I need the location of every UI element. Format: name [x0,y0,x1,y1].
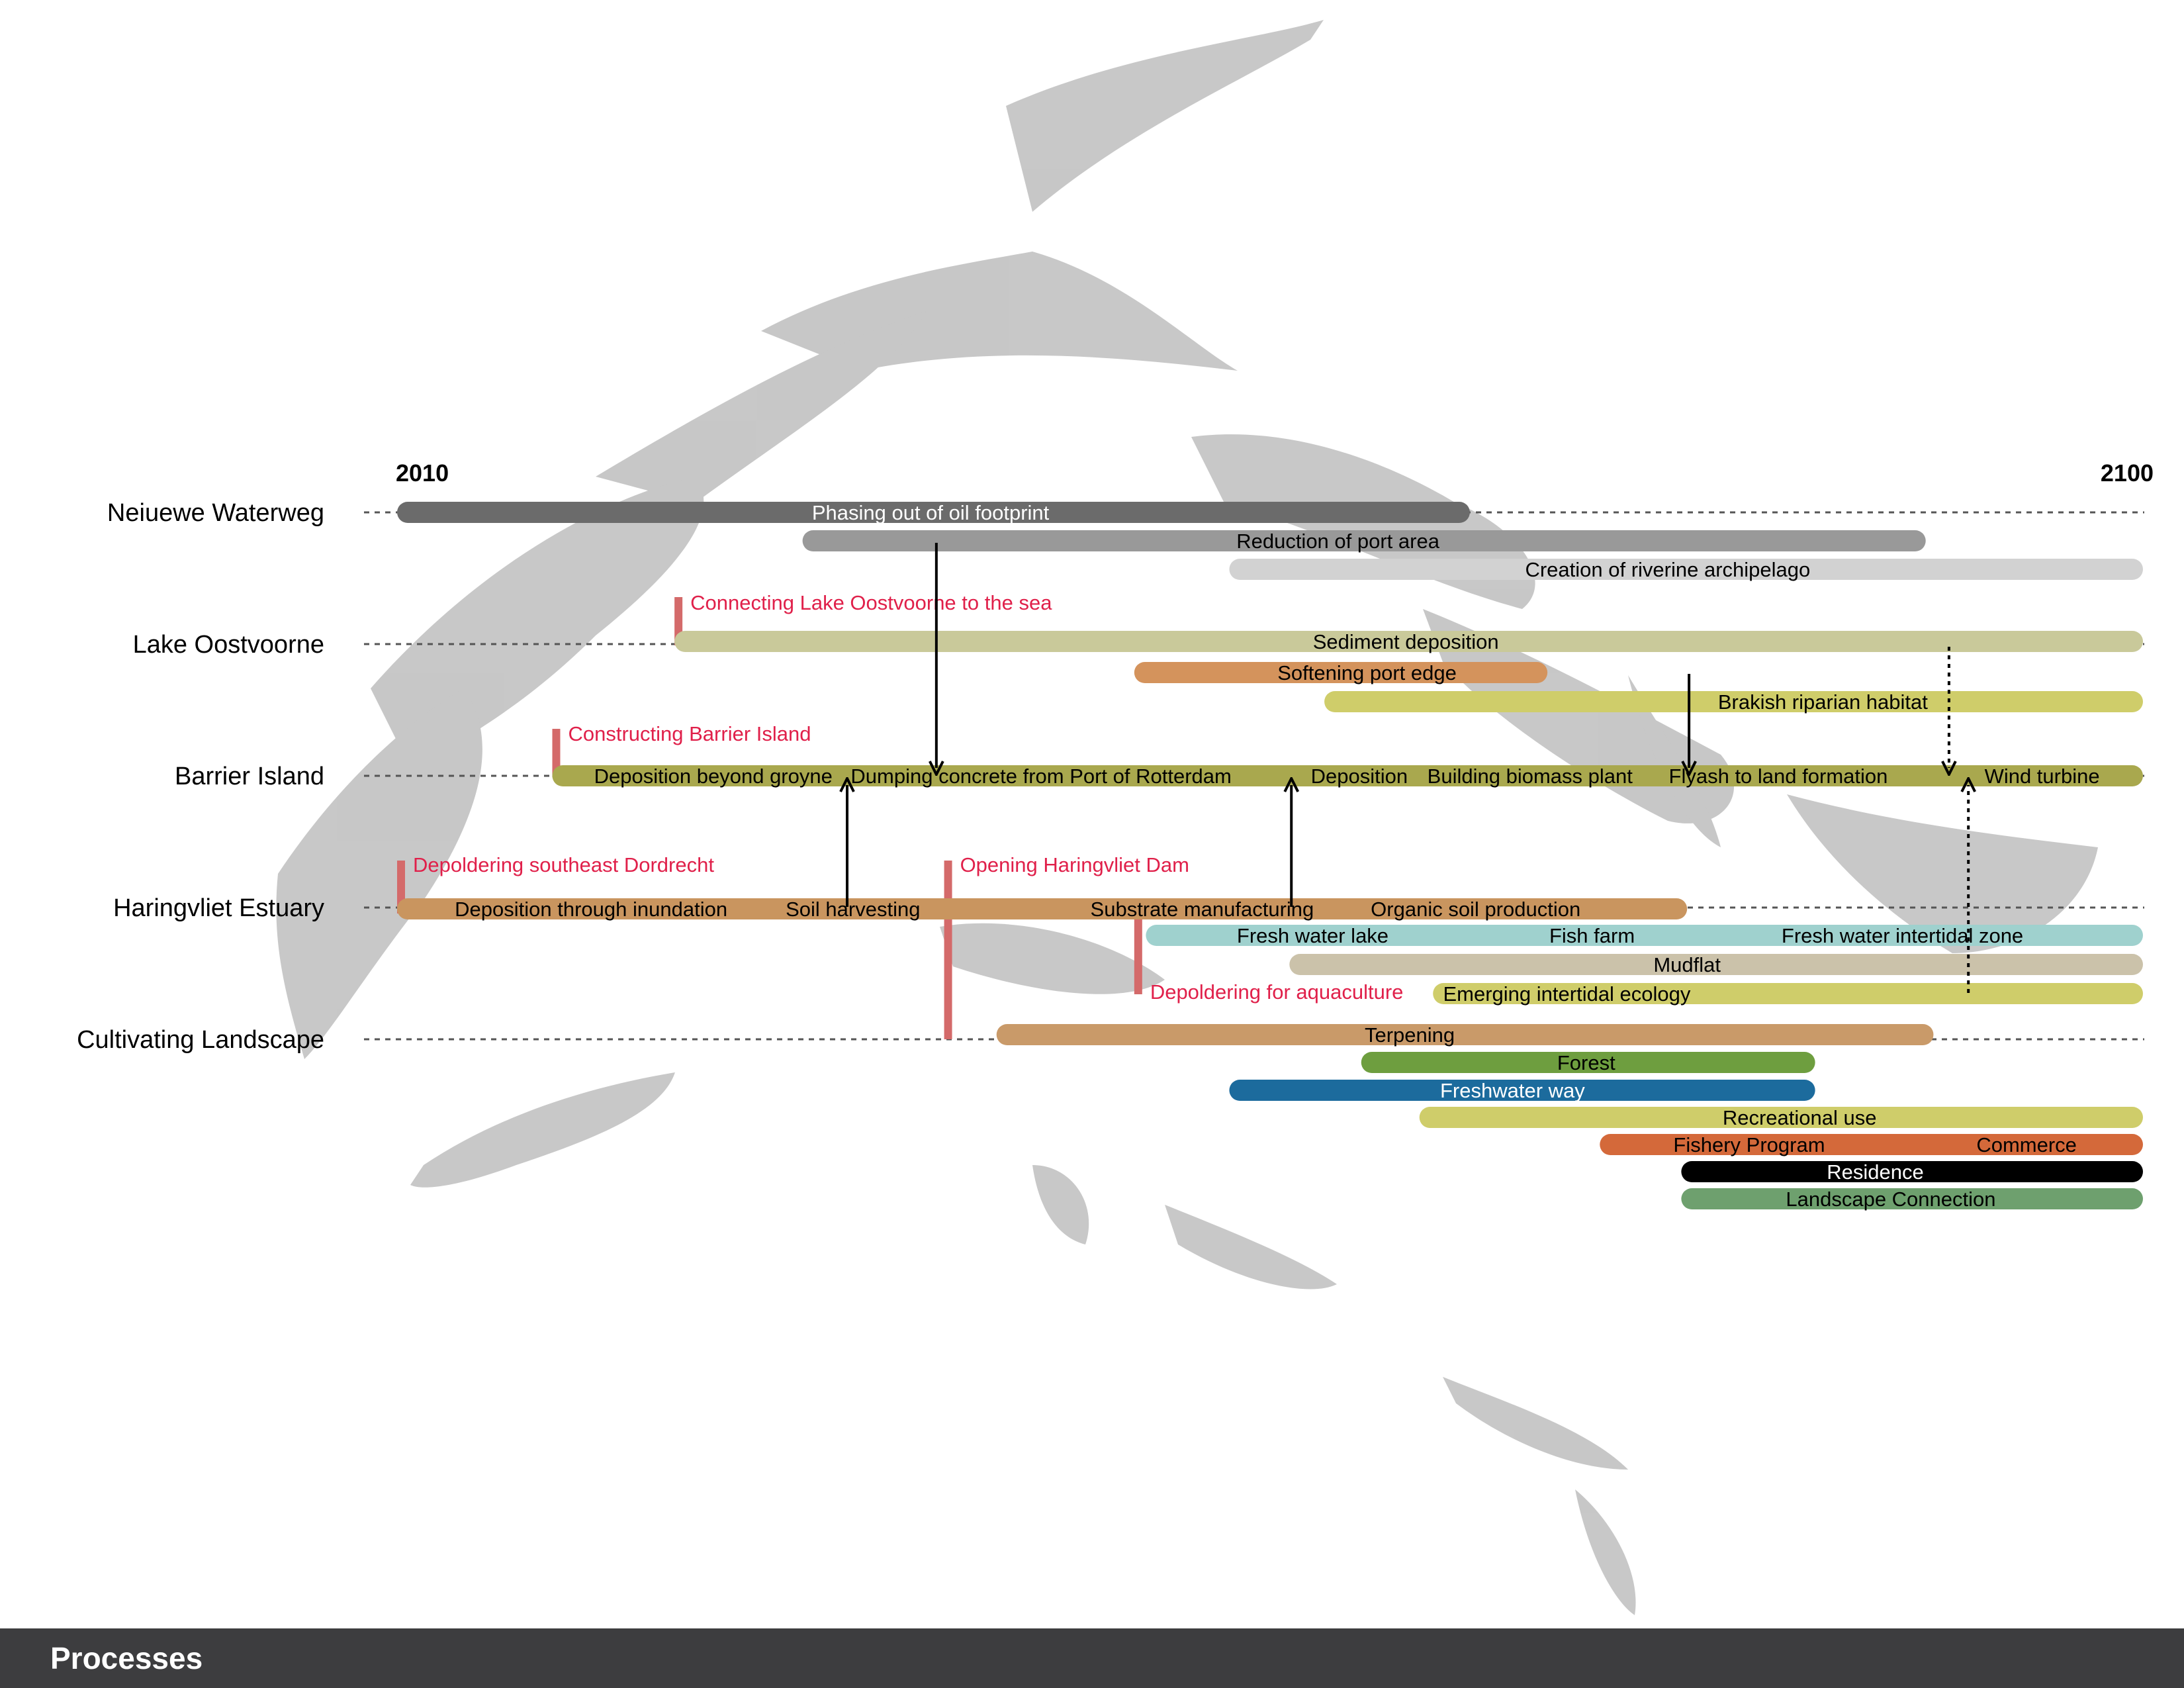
process-bar: Freshwater way [1229,1079,1815,1102]
process-bar-shape [552,765,2144,786]
row-label: Barrier Island [175,763,324,790]
process-bar-label: Substrate manufacturing [1091,898,1314,921]
row-label: Neiuewe Waterweg [107,499,324,527]
process-bar-label: Freshwater way [1440,1079,1585,1102]
event-marker [944,861,952,1039]
process-bar-label: Commerce [1976,1133,2077,1156]
process-bar-shape [1681,1161,2143,1182]
event-label: Constructing Barrier Island [568,722,811,745]
process-bar-shape [1361,1052,1815,1073]
process-bar-shape [1229,559,2143,580]
process-bar-label: Fresh water lake [1237,924,1388,947]
stippled-map-background [276,20,2098,1615]
process-bar: Brakish riparian habitat [1324,690,2143,714]
process-bar-label: Phasing out of oil footprint [812,501,1050,524]
process-bar-label: Softening port edge [1277,661,1457,684]
process-bar-label: Sediment deposition [1313,630,1499,653]
event-label: Connecting Lake Oostvoorne to the sea [690,591,1052,614]
process-bar-label: Organic soil production [1371,898,1580,921]
process-bar-label: Brakish riparian habitat [1718,690,1928,714]
process-bar-shape [1289,954,2143,975]
process-bar-label: Dumping concrete from Port of Rotterdam [850,765,1231,788]
process-bar-shape [1134,662,1548,683]
process-bar-shape [1324,691,2143,712]
start-year-label: 2010 [396,459,449,487]
process-bar: Creation of riverine archipelago [1229,558,2143,581]
footer-title: Processes [50,1641,203,1675]
process-bar-shape [1600,1134,2143,1155]
event-label: Opening Haringvliet Dam [960,853,1189,876]
process-bar-label: Landscape Connection [1786,1188,1995,1211]
process-bar: Recreational use [1419,1106,2143,1129]
process-bar: Reduction of port area [802,530,1926,553]
process-bar-label: Flyash to land formation [1669,765,1888,788]
event-marker [1134,914,1142,994]
process-bar: Phasing out of oil footprint [397,501,1470,524]
process-bar-shape [802,530,1926,551]
process-bar: Mudflat [1289,953,2143,976]
process-bar-label: Emerging intertidal ecology [1443,982,1690,1006]
process-bar: Fishery Program Commerce [1600,1133,2143,1156]
process-bar: Emerging intertidal ecology [1433,982,2143,1006]
process-bar-label: Deposition through inundation [455,898,727,921]
process-bar-label: Forest [1557,1051,1615,1074]
process-bar: Terpening [996,1023,1934,1047]
process-bar-label: Fresh water intertidal zone [1782,924,2023,947]
process-bar-shape [1681,1188,2143,1209]
process-bar-shape [1433,983,2143,1004]
process-bar-shape [1146,925,2143,946]
process-bar-label: Soil harvesting [786,898,920,921]
row-label: Lake Oostvoorne [133,631,324,659]
process-bar-label: Mudflat [1653,953,1721,976]
process-bar-label: Terpening [1365,1023,1455,1047]
process-bar-label: Fishery Program [1673,1133,1825,1156]
footer-bar: Processes [0,1628,2184,1688]
process-bar: Sediment deposition [674,630,2143,653]
process-bar-label: Wind turbine [1985,765,2100,788]
process-bar: Residence [1681,1160,2143,1184]
process-bar: Landscape Connection [1681,1188,2143,1211]
process-bar: Fresh water lake Fish farm Fresh water int… [1146,924,2143,947]
process-bar-label: Deposition [1311,765,1408,788]
process-bar-shape [1419,1107,2143,1128]
row-label: Cultivating Landscape [77,1026,324,1054]
process-bar-label: Creation of riverine archipelago [1525,558,1810,581]
process-bar-shape [397,502,1470,523]
process-bar-shape [1229,1080,1815,1101]
process-bar-label: Residence [1827,1160,1923,1184]
event-marker [552,729,561,777]
event-label: Depoldering southeast Dordrecht [413,853,714,876]
process-bar-label: Reduction of port area [1236,530,1440,553]
process-bar-label: Recreational use [1723,1106,1877,1129]
process-bar: Deposition through inundation Soil harves… [397,898,1688,921]
end-year-label: 2100 [2101,459,2154,487]
process-bar: Forest [1361,1051,1815,1074]
process-bar-shape [996,1024,1934,1045]
process-bar-shape [397,898,1688,919]
process-bar: Softening port edge [1134,661,1548,684]
process-bar-shape [674,631,2143,652]
row-label: Haringvliet Estuary [113,894,324,922]
process-bar-label: Building biomass plant [1428,765,1633,788]
process-bar: Deposition beyond groyne Dumping concrete… [552,765,2144,788]
process-bar-label: Deposition beyond groyne [594,765,833,788]
process-bar-label: Fish farm [1549,924,1635,947]
event-label: Depoldering for aquaculture [1150,980,1404,1004]
